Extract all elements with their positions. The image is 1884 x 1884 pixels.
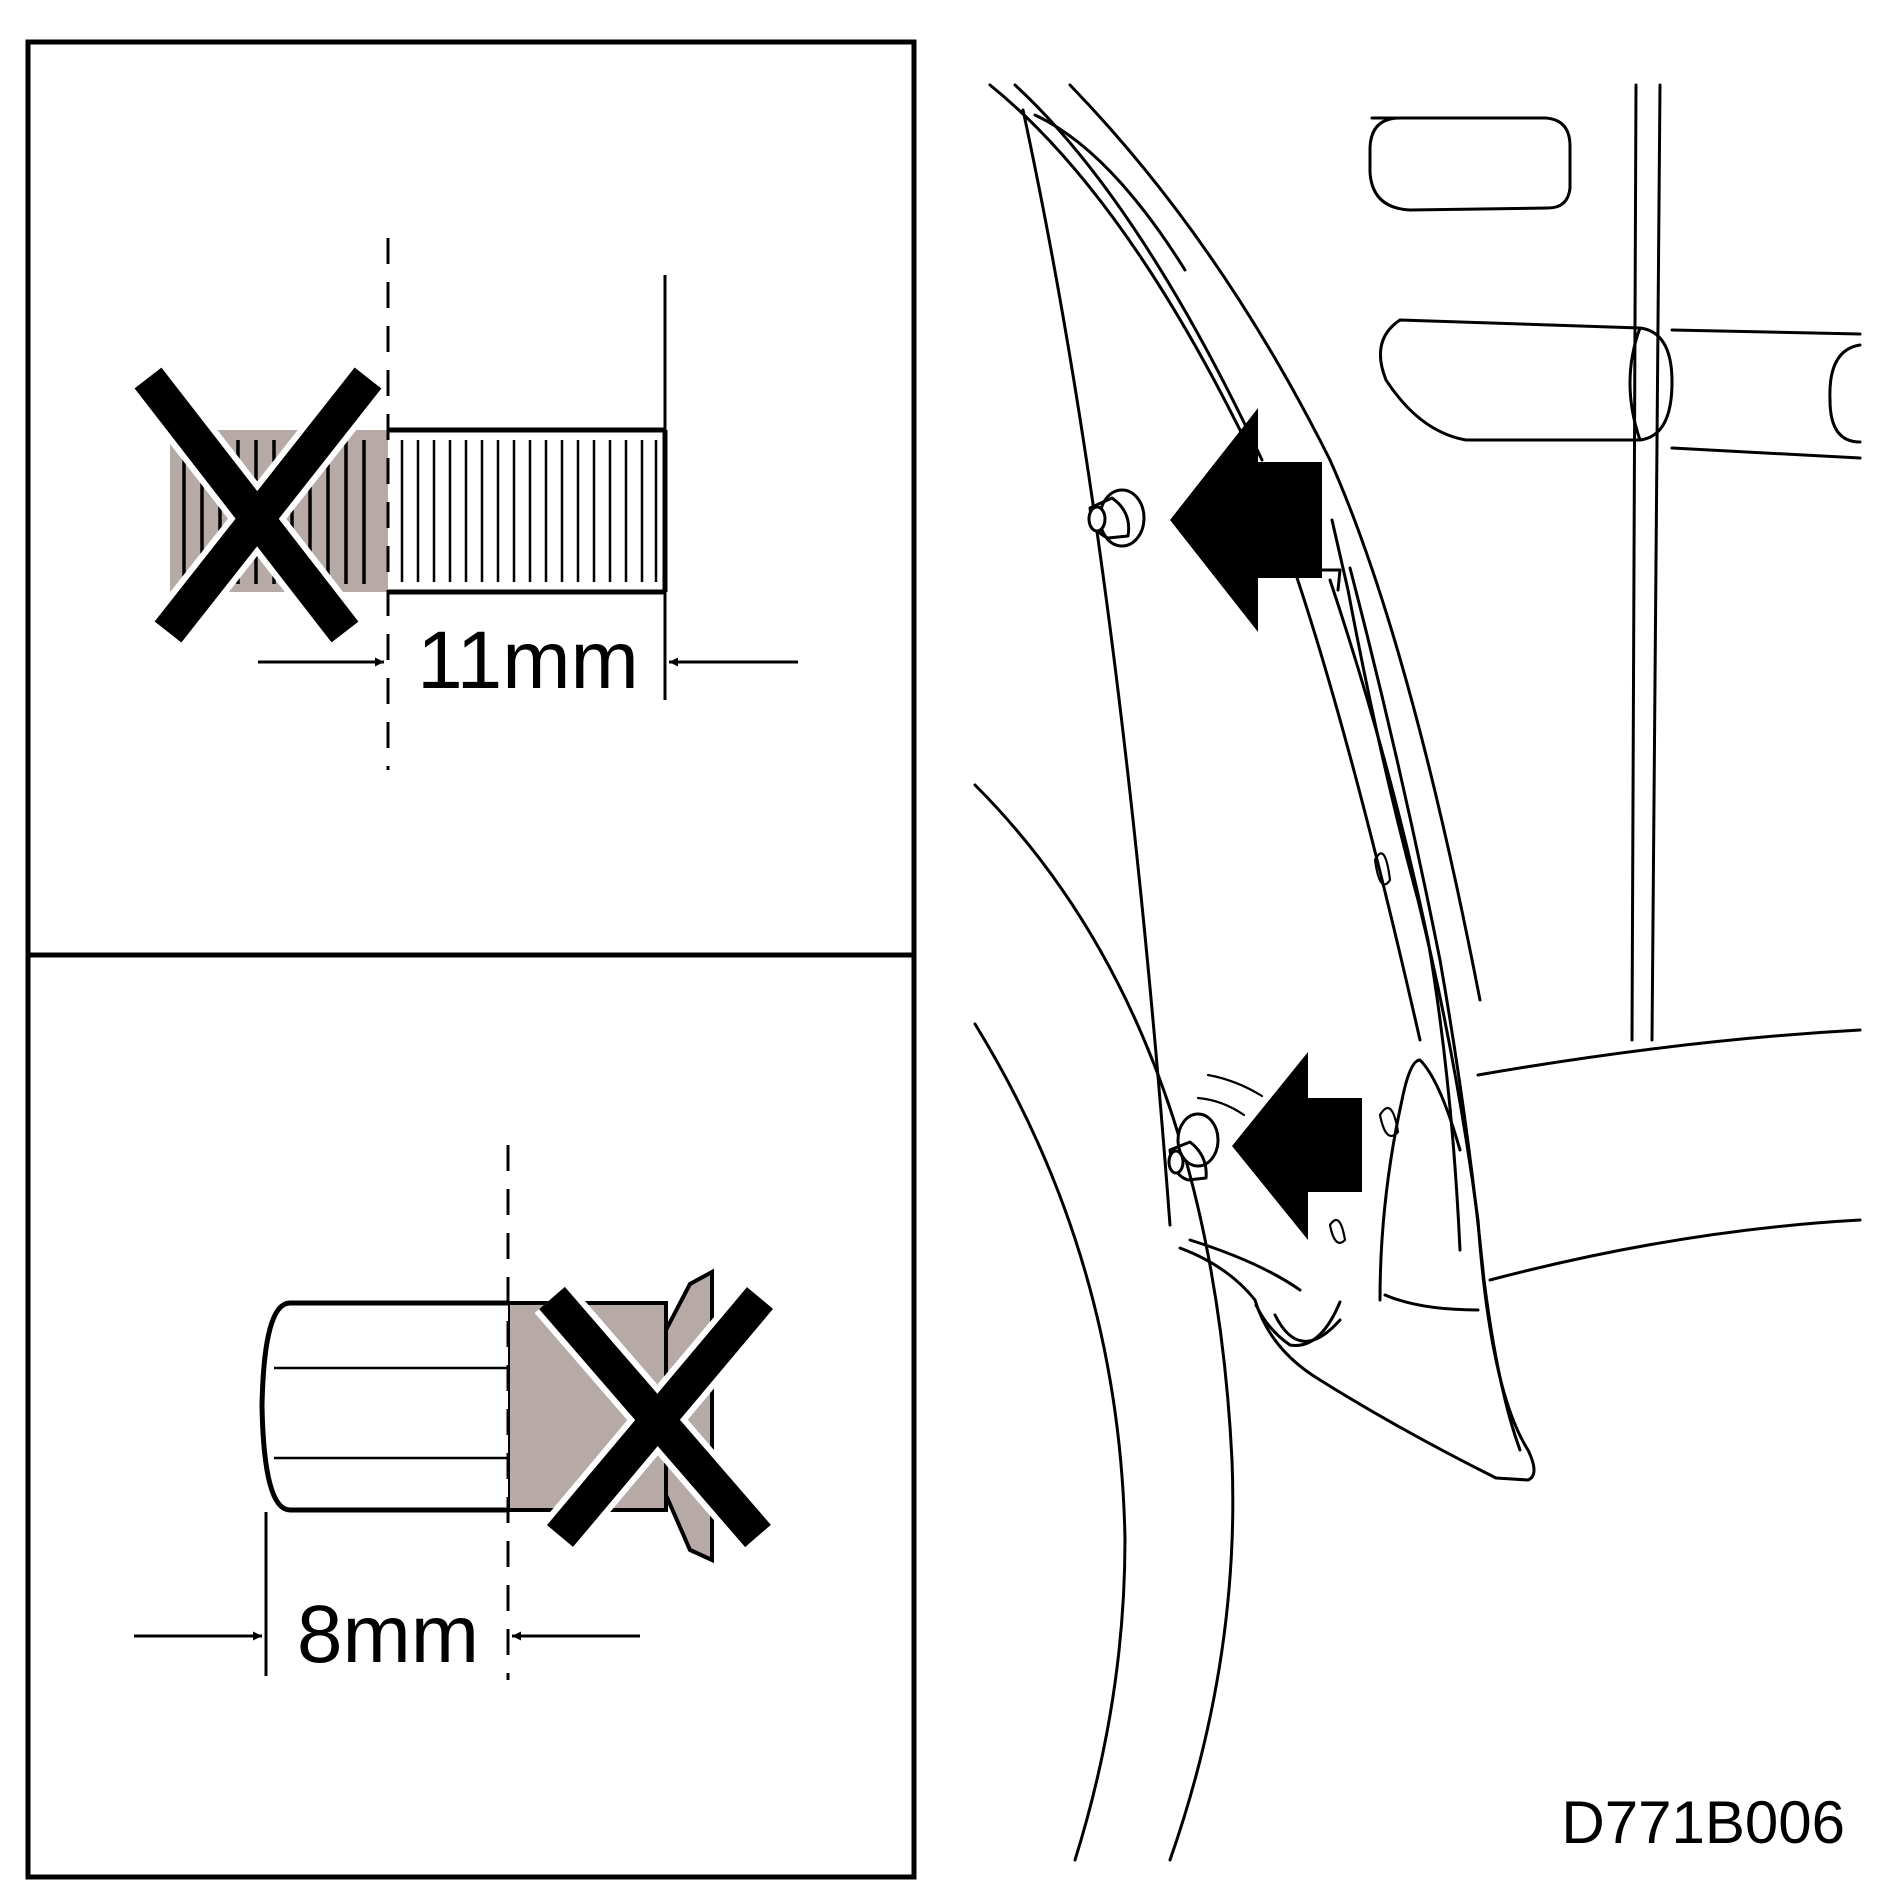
arrow-left-icon — [1170, 408, 1322, 632]
tyre-arc-outer — [973, 783, 1235, 1862]
door-window-shape — [1368, 116, 1572, 212]
door-pillar-line-1 — [1630, 83, 1638, 1042]
cross-mark-icon — [129, 363, 387, 647]
stud-body — [259, 1300, 508, 1513]
left-panel-frame — [25, 39, 917, 1880]
dimension-label-8mm: 8mm — [297, 1589, 479, 1680]
clip-lower — [1167, 1112, 1220, 1182]
bolt-body — [388, 427, 668, 595]
fender-inner-edge — [1021, 108, 1172, 1227]
car-illustration — [973, 83, 1862, 1862]
door-pillar-line-2 — [1650, 83, 1662, 1042]
bolt-threads — [400, 440, 658, 582]
tyre-arc-inner — [973, 1022, 1127, 1862]
figure-code: D771B006 — [1561, 1789, 1845, 1856]
top-panel-bolt: 11mm — [129, 238, 798, 770]
cross-mark-icon — [534, 1282, 778, 1552]
arrow-left-icon — [1232, 1052, 1362, 1240]
fender-arc-outer-3 — [1068, 83, 1482, 1002]
clip-upper — [1087, 488, 1146, 548]
dimension-label-11mm: 11mm — [417, 615, 639, 706]
door-handle — [1378, 318, 1674, 442]
fender-arc-outer-2 — [1013, 83, 1264, 462]
mud-flap — [1178, 518, 1536, 1482]
bottom-panel-stud: 8mm — [134, 1145, 778, 1680]
